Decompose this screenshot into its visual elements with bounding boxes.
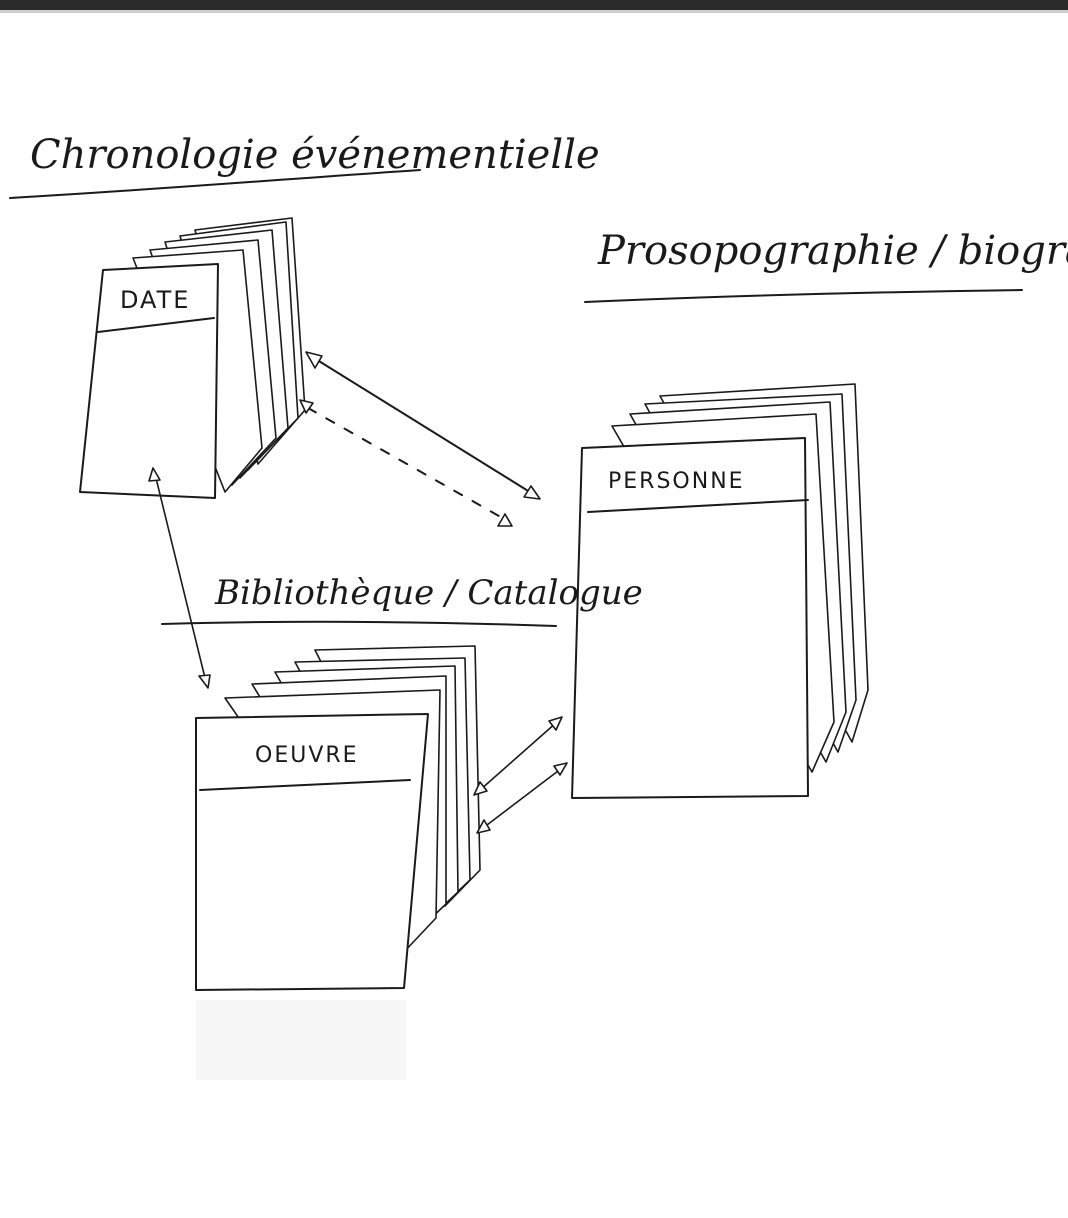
arrowhead [476, 819, 491, 834]
section-chronologie: Chronologie événementielle [9, 132, 600, 199]
arrowhead [548, 716, 563, 731]
arrowhead [305, 351, 323, 369]
card-front-oeuvre [195, 713, 429, 991]
card-front-personne [571, 437, 809, 799]
arrowhead [523, 485, 541, 500]
card-label-oeuvre: OEUVRE [255, 743, 359, 768]
connector-date-personne-solid [313, 357, 534, 495]
section-prosopographie: Prosopographie / biographie [584, 228, 1068, 303]
card-label-date: DATE [120, 286, 190, 314]
underline-chronologie [9, 169, 421, 199]
arrowhead [148, 467, 161, 482]
paper-smudge [196, 1000, 406, 1080]
card-stack-personne: PERSONNE [571, 383, 869, 799]
arrowhead [473, 781, 488, 796]
connector-date-personne-dashed [307, 407, 507, 521]
arrowhead [198, 674, 211, 689]
underline-prosopographie [584, 289, 1023, 303]
connector-oeuvre-personne-upper [479, 721, 558, 791]
connector-date-oeuvre [154, 473, 207, 683]
underline-bibliotheque [161, 620, 557, 627]
scan-top-shadow [0, 10, 1068, 13]
arrowhead [299, 399, 314, 414]
card-header-divider [587, 499, 809, 513]
card-stack-oeuvre: OEUVRE [195, 645, 481, 991]
scan-top-border [0, 0, 1068, 10]
section-bibliotheque: Bibliothèque / Catalogue [161, 573, 643, 627]
card-header-divider [97, 317, 215, 333]
heading-bibliotheque: Bibliothèque / Catalogue [214, 573, 643, 613]
heading-prosopographie: Prosopographie / biographie [597, 228, 1068, 274]
card-header-divider [199, 779, 411, 791]
connector-oeuvre-personne-lower [482, 767, 563, 829]
card-stack-date: DATE [79, 217, 306, 499]
card-label-personne: PERSONNE [608, 469, 745, 494]
arrowhead [497, 513, 513, 527]
arrowhead [553, 762, 568, 776]
connectors [148, 351, 568, 834]
heading-chronologie: Chronologie événementielle [30, 132, 600, 178]
